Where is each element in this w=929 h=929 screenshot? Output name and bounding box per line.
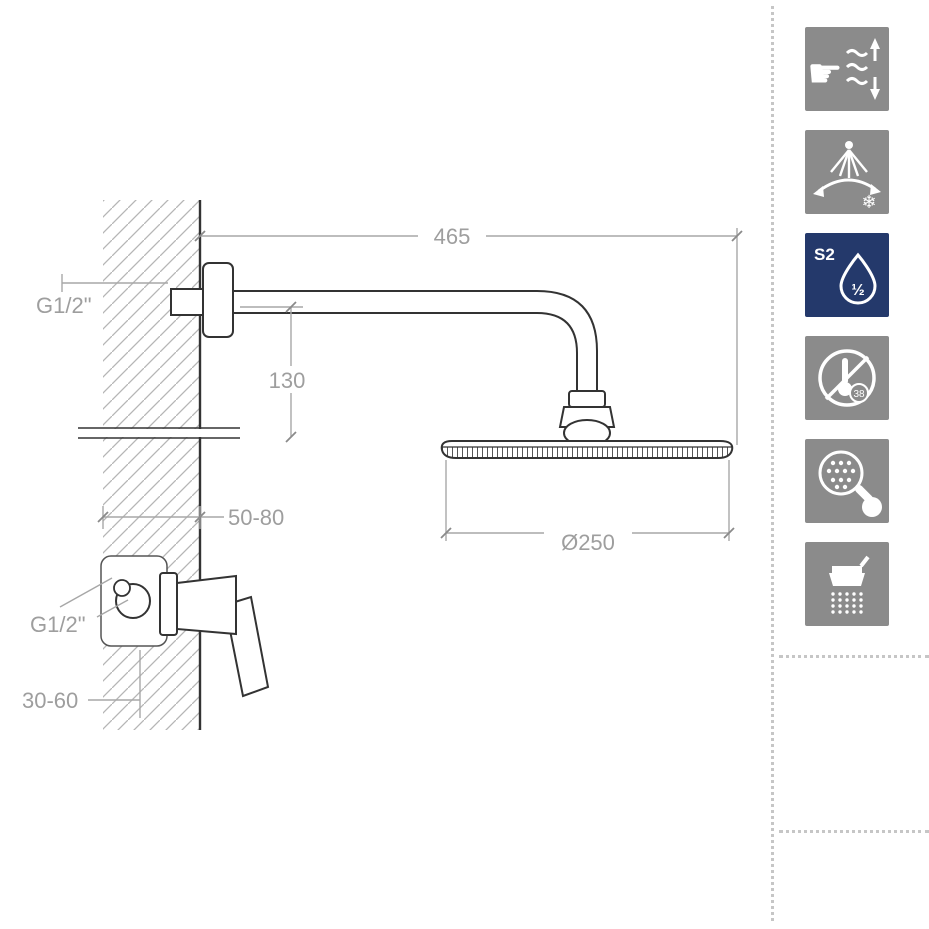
dimension-label-head-diameter: Ø250 <box>561 530 615 555</box>
up-down-arrows-icon <box>870 38 880 100</box>
hand-spray-adjustment-icon: ☛ <box>807 38 880 100</box>
dimension-label-wall-thickness: 50-80 <box>228 505 284 530</box>
horizontal-dotted-divider-1 <box>779 655 929 658</box>
shower-head <box>440 440 734 459</box>
dimension-arm-height <box>240 301 316 443</box>
dimension-label-valve-depth: 30-60 <box>22 688 78 713</box>
dimension-label-arm-height: 130 <box>269 368 306 393</box>
adjustable-spray-angle-icon: ❄ <box>813 141 881 212</box>
flow-class-label: S2 <box>814 245 835 264</box>
dimension-label-arm-length: 465 <box>434 224 471 249</box>
easy-clean-nozzles-icon <box>818 450 882 517</box>
prohibition-slash <box>824 355 870 401</box>
spec-tile-easy-clean-nozzles <box>805 439 889 523</box>
dimension-label-valve-connection: G1/2" <box>30 612 86 637</box>
spray-lines <box>830 149 868 178</box>
vertical-dotted-divider <box>771 6 774 921</box>
spec-tile-rain-shower-head <box>805 542 889 626</box>
horizontal-dotted-divider-2 <box>779 830 929 833</box>
dimension-label-arm-connection: G1/2" <box>36 293 92 318</box>
spec-tile-flow-class: S2 ½ <box>805 233 889 317</box>
leader-valve-connection <box>59 577 129 618</box>
spec-icon-column: ☛ <box>805 27 889 626</box>
nozzle-dots <box>826 460 856 490</box>
shower-arm <box>170 262 616 447</box>
water-wave-lines <box>845 49 869 85</box>
spec-tile-adjustable-spray-angle: ❄ <box>805 130 889 214</box>
spec-tile-hand-spray-adjustment: ☛ <box>805 27 889 111</box>
water-drop-icon <box>839 252 877 305</box>
swivel-arc <box>818 178 876 193</box>
flow-class-icon: S2 ½ <box>814 245 877 305</box>
dimension-head-diameter <box>440 460 735 552</box>
finger-icon <box>855 485 873 503</box>
dimension-valve-depth <box>88 650 141 718</box>
temperature-label: 38 <box>853 389 865 400</box>
spray-dots <box>831 592 863 614</box>
hand-icon: ☛ <box>807 52 843 96</box>
leader-arm-connection <box>61 274 168 292</box>
flow-fraction-label: ½ <box>851 282 864 299</box>
snowflake-icon: ❄ <box>861 192 876 212</box>
dimension-wall-thickness <box>97 506 224 529</box>
wall-section <box>103 200 202 730</box>
wall-break-lines <box>78 427 240 439</box>
no-thermostat-icon: 38 <box>818 349 876 407</box>
spec-tile-no-thermostat: 38 <box>805 336 889 420</box>
dimension-arm-length <box>194 222 743 445</box>
mixer-valve <box>100 555 270 698</box>
rain-shower-head-icon <box>829 555 870 614</box>
